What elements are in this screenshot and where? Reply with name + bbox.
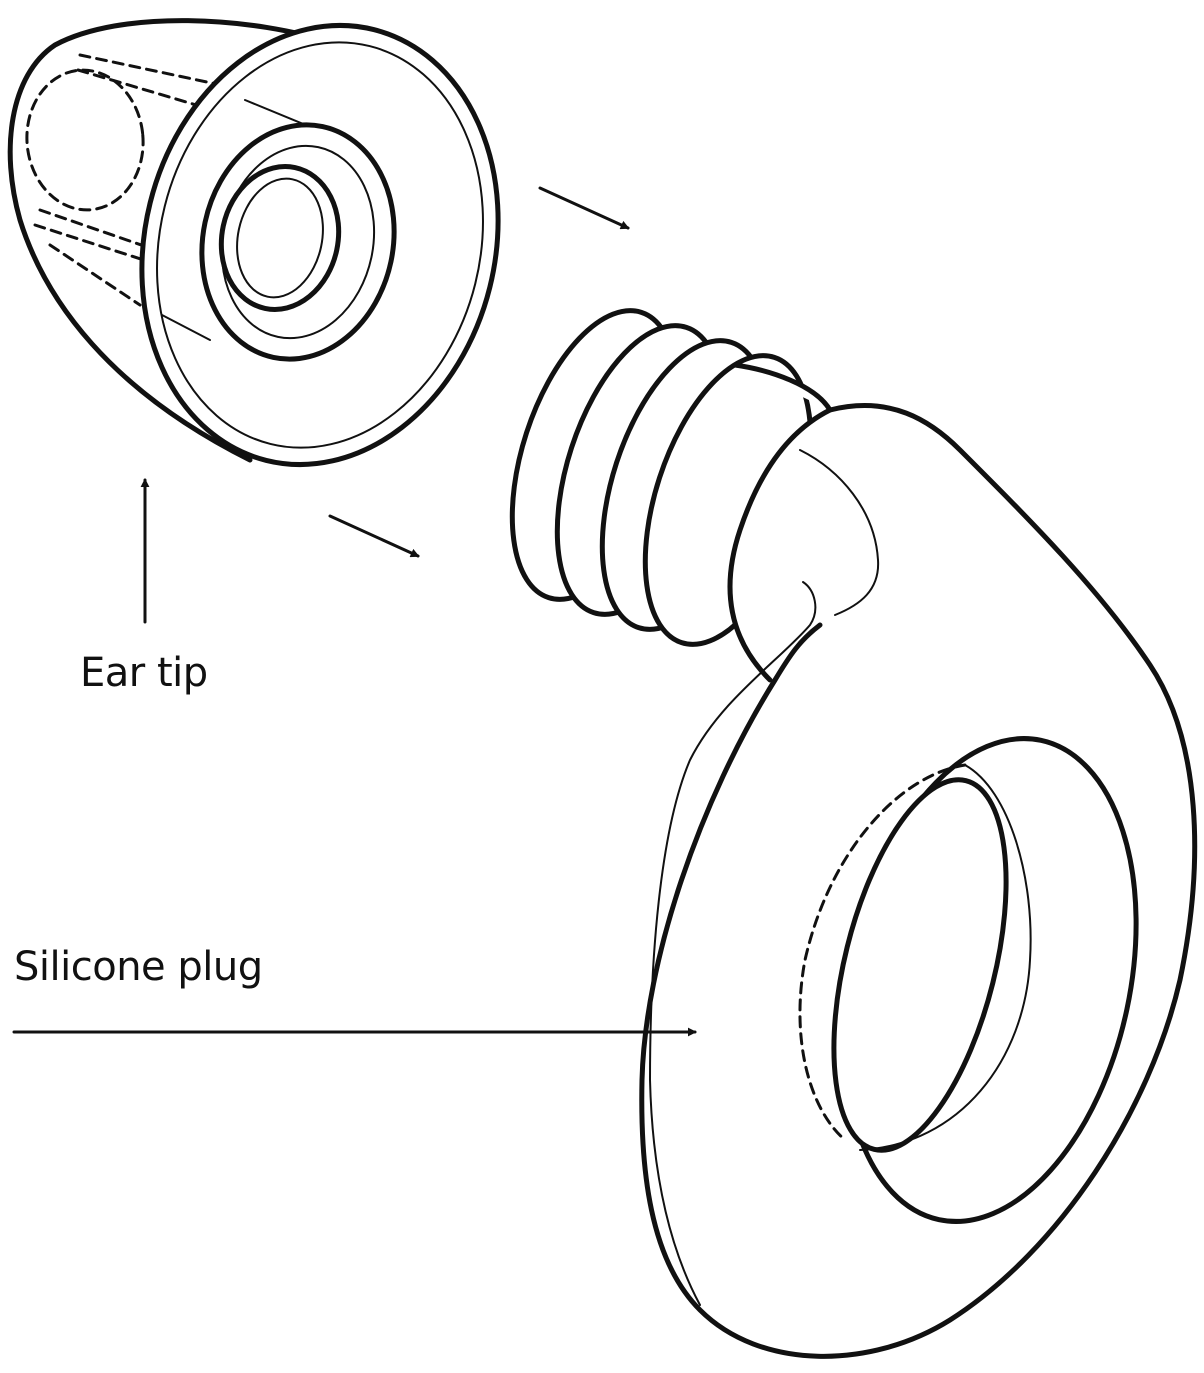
- ear-tip-label: Ear tip: [80, 650, 208, 696]
- assembly-arrow-lower: [328, 514, 420, 558]
- ear-tip-illustration: [7, 18, 501, 468]
- plug-ribbed-stem: [509, 308, 833, 647]
- ear-tip-dome-outline: [7, 18, 343, 463]
- assembly-arrows: [328, 186, 630, 558]
- silicone-plug-illustration: [509, 308, 1198, 1359]
- silicone-plug-label: Silicone plug: [14, 944, 263, 990]
- assembly-arrow-upper: [538, 186, 630, 230]
